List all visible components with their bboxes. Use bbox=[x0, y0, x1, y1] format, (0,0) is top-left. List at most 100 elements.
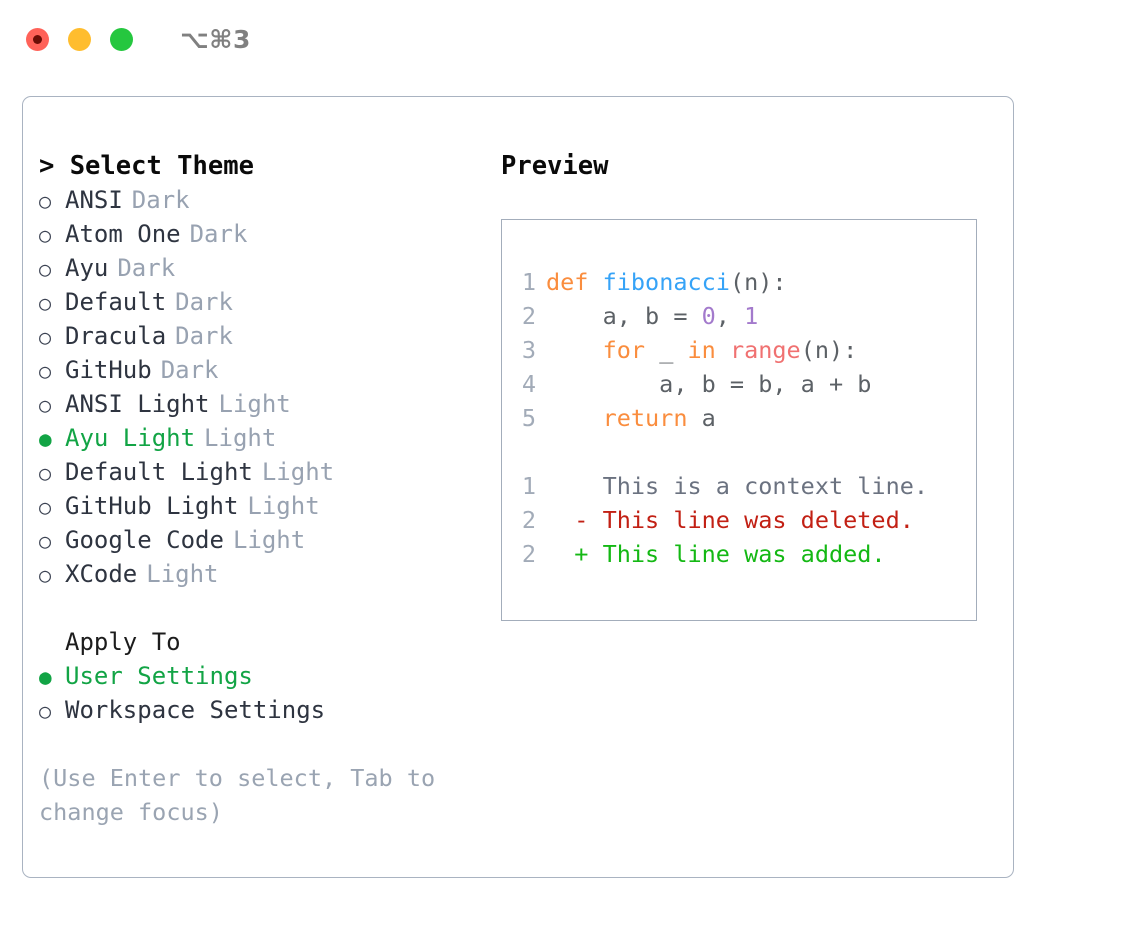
apply-option-user-settings[interactable]: ●User Settings bbox=[39, 659, 489, 693]
diff-text: This is a context line. bbox=[588, 472, 929, 500]
theme-option-tag: Light bbox=[232, 526, 306, 554]
code-token: a, b = bbox=[546, 302, 702, 330]
diff-text: This line was deleted. bbox=[588, 506, 914, 534]
keyboard-hint-text: (Use Enter to select, Tab to change focu… bbox=[39, 764, 450, 826]
radio-unselected-icon: ○ bbox=[39, 189, 52, 213]
apply-to-list: ●User Settings ○ Workspace Settings bbox=[39, 659, 489, 727]
theme-option-default-light[interactable]: ○ Default Light Light bbox=[39, 455, 489, 489]
line-number: 2 bbox=[521, 302, 536, 330]
theme-option-tag: Dark bbox=[160, 356, 219, 384]
line-number: 4 bbox=[521, 370, 536, 398]
radio-unselected-icon: ○ bbox=[39, 699, 52, 723]
theme-option-label: XCode bbox=[65, 560, 138, 588]
theme-option-tag: Light bbox=[247, 492, 320, 520]
radio-selected-icon: ● bbox=[39, 427, 52, 451]
theme-option-tag: Dark bbox=[175, 288, 233, 316]
code-line: 2 a, b = 0, 1 bbox=[518, 299, 871, 333]
radio-unselected-icon: ○ bbox=[39, 461, 52, 485]
theme-option-atom-one[interactable]: ○ Atom One Dark bbox=[39, 217, 489, 251]
theme-option-tag: Light bbox=[146, 560, 219, 588]
theme-option-default[interactable]: ○ Default Dark bbox=[39, 285, 489, 319]
theme-option-label: Default bbox=[65, 288, 167, 316]
theme-option-label: ANSI Light bbox=[65, 390, 210, 418]
diff-sample: 1 This is a context line.2 - This line w… bbox=[518, 469, 928, 571]
theme-option-tag: Light bbox=[204, 424, 277, 452]
line-number: 2 bbox=[521, 506, 536, 534]
maximize-button[interactable] bbox=[110, 27, 133, 51]
theme-option-label: Atom One bbox=[65, 220, 181, 248]
radio-unselected-icon: ○ bbox=[39, 359, 52, 383]
apply-option-workspace-settings[interactable]: ○ Workspace Settings bbox=[39, 693, 489, 727]
code-token: a, b = b, a + b bbox=[546, 370, 872, 398]
theme-option-google-code[interactable]: ○ Google Code Light bbox=[39, 523, 489, 557]
code-line: 5 return a bbox=[518, 401, 871, 435]
radio-unselected-icon: ○ bbox=[39, 495, 52, 519]
diff-sign: + bbox=[546, 540, 589, 568]
apply-to-section: Apply To ●User Settings ○ Workspace Settin… bbox=[39, 625, 489, 727]
code-token: return bbox=[602, 404, 688, 432]
theme-option-xcode[interactable]: ○ XCode Light bbox=[39, 557, 489, 591]
radio-unselected-icon: ○ bbox=[39, 563, 52, 587]
line-number: 3 bbox=[521, 336, 536, 364]
code-token: for bbox=[602, 336, 646, 364]
code-token: 0 bbox=[701, 302, 716, 330]
theme-option-label: ANSI bbox=[65, 186, 123, 214]
theme-option-label: Ayu Light bbox=[65, 424, 196, 452]
theme-option-label: Google Code bbox=[65, 526, 224, 554]
code-token bbox=[546, 404, 603, 432]
theme-option-label: Default Light bbox=[65, 458, 253, 486]
line-number: 1 bbox=[521, 472, 536, 500]
minimize-button[interactable] bbox=[68, 27, 91, 51]
line-number: 1 bbox=[521, 268, 536, 296]
radio-unselected-icon: ○ bbox=[39, 529, 52, 553]
code-token: in bbox=[687, 336, 716, 364]
code-token bbox=[716, 336, 730, 364]
code-token: (n): bbox=[729, 268, 787, 296]
radio-unselected-icon: ○ bbox=[39, 291, 52, 315]
theme-option-tag: Light bbox=[261, 458, 335, 486]
radio-unselected-icon: ○ bbox=[39, 223, 52, 247]
line-number: 5 bbox=[521, 404, 536, 432]
radio-selected-icon: ● bbox=[39, 665, 52, 689]
theme-option-ansi-light[interactable]: ○ ANSI Light Light bbox=[39, 387, 489, 421]
radio-unselected-icon: ○ bbox=[39, 393, 52, 417]
code-token: fibonacci bbox=[602, 268, 730, 296]
window-controls bbox=[26, 27, 133, 51]
apply-option-label: Workspace Settings bbox=[65, 696, 326, 724]
radio-unselected-icon: ○ bbox=[39, 257, 52, 281]
diff-text: This line was added. bbox=[588, 540, 886, 568]
code-token: range bbox=[729, 336, 801, 364]
theme-option-label: GitHub bbox=[65, 356, 152, 384]
diff-line-del: 2 - This line was deleted. bbox=[518, 503, 928, 537]
preview-header: Preview bbox=[501, 151, 609, 181]
diff-sign bbox=[546, 472, 588, 500]
close-button[interactable] bbox=[26, 27, 49, 51]
apply-to-header: Apply To bbox=[65, 628, 181, 656]
theme-option-tag: Dark bbox=[175, 322, 233, 350]
theme-option-tag: Light bbox=[218, 390, 291, 418]
code-token: , bbox=[715, 302, 745, 330]
code-token bbox=[546, 336, 603, 364]
code-token: def bbox=[546, 268, 589, 296]
code-token: (n): bbox=[800, 336, 858, 364]
code-line: 1 def fibonacci(n): bbox=[518, 265, 871, 299]
title-bar: ⌥⌘3 bbox=[0, 0, 1140, 78]
select-theme-header: > Select Theme bbox=[39, 151, 254, 181]
code-token bbox=[588, 268, 602, 296]
theme-option-ayu-light[interactable]: ● Ayu Light Light bbox=[39, 421, 489, 455]
diff-line-ctx: 1 This is a context line. bbox=[518, 469, 928, 503]
keyboard-shortcut-label: ⌥⌘3 bbox=[180, 24, 251, 54]
theme-option-github[interactable]: ○ GitHub Dark bbox=[39, 353, 489, 387]
theme-option-tag: Dark bbox=[117, 254, 176, 282]
theme-option-tag: Dark bbox=[189, 220, 248, 248]
